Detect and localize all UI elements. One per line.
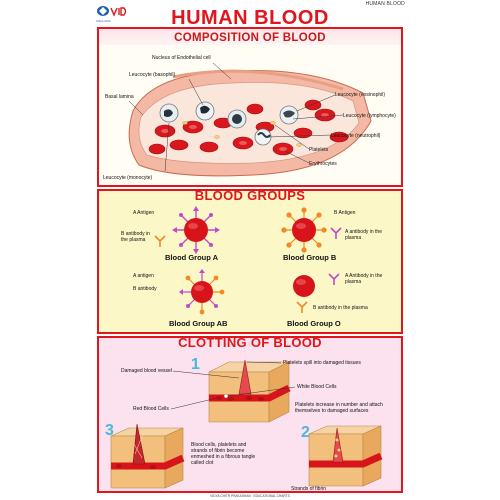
poster: Vidya Chitr HUMAN BLOOD HUMAN BLOOD COMP… bbox=[92, 0, 408, 500]
step-3-number: 3 bbox=[105, 422, 114, 439]
label-fibrin-clot: Blood cells, platelets and strands of fi… bbox=[191, 442, 256, 466]
step-1-number: 1 bbox=[191, 356, 200, 373]
blood-group-a-diagram bbox=[172, 206, 220, 254]
group-ab-title: Blood Group AB bbox=[169, 319, 228, 328]
composition-title: COMPOSITION OF BLOOD bbox=[174, 32, 326, 44]
label-a-antibody: A antibody in the plasma bbox=[345, 229, 382, 241]
label-strands-fibrin: Strands of fibrin bbox=[291, 486, 327, 492]
label-red-cells: Red Blood Cells bbox=[133, 406, 169, 412]
page-title: HUMAN BLOOD bbox=[171, 7, 329, 29]
label-platelets-spill: Platelets spill into damaged tissues bbox=[283, 360, 361, 366]
label-platelets: Platelets bbox=[309, 147, 329, 153]
section-banner bbox=[99, 29, 401, 45]
label-b-antigen: B Antigen bbox=[334, 210, 356, 216]
clotting-title: CLOTTING OF BLOOD bbox=[178, 335, 322, 350]
b-antibody-icon bbox=[154, 235, 166, 247]
a-antibody-icon bbox=[330, 227, 342, 239]
group-a-title: Blood Group A bbox=[165, 253, 219, 262]
label-lymphocyte: Leucocyte (lymphocyte) bbox=[343, 113, 396, 119]
clotting-step-3-illustration bbox=[110, 423, 185, 489]
step-1-leaders bbox=[170, 361, 296, 410]
logo-text: Vidya Chitr bbox=[96, 19, 111, 23]
label-b-antibody: B antibody in the plasma bbox=[121, 231, 150, 243]
blood-groups-section: BLOOD GROUPS A Antigen B antibody in the… bbox=[97, 188, 403, 334]
label-monocyte: Leucocyte (monocyte) bbox=[103, 175, 153, 181]
blood-group-b-diagram bbox=[281, 207, 327, 253]
label-neutrophil: Leucocyte (neutrophil) bbox=[331, 133, 381, 139]
label-ab-antigen-a: A antigen bbox=[133, 273, 154, 279]
clotting-step-2-illustration bbox=[308, 425, 383, 487]
publisher-logo bbox=[97, 6, 127, 17]
group-b-title: Blood Group B bbox=[283, 253, 337, 262]
step-2-number: 2 bbox=[301, 424, 310, 441]
label-erythrocytes: Erythrocytes bbox=[309, 161, 337, 167]
label-white-cells: White Blood Cells bbox=[297, 384, 337, 390]
label-ab-antigen-b: B antibody bbox=[133, 286, 157, 292]
label-basal-lamina: Basal lamina bbox=[105, 94, 134, 100]
group-o-title: Blood Group O bbox=[287, 319, 341, 328]
o-b-antibody-icon bbox=[296, 301, 308, 313]
corner-label: HUMAN BLOOD bbox=[365, 1, 405, 7]
clotting-section: CLOTTING OF BLOOD 1 Damaged blood vessel… bbox=[97, 335, 403, 493]
footer-text: VIDYA CHITR PRAKASHAN · EDUCATIONAL CHAR… bbox=[210, 494, 290, 498]
label-o-a-antibody: A Antibody in the plasma bbox=[345, 273, 383, 285]
section-banner bbox=[99, 338, 401, 354]
section-banner bbox=[99, 191, 401, 207]
composition-section: COMPOSITION OF BLOOD bbox=[97, 27, 403, 187]
label-o-b-antibody: B antibody in the plasma bbox=[313, 305, 368, 311]
o-a-antibody-icon bbox=[328, 273, 340, 285]
label-damaged-vessel: Damaged blood vessel bbox=[121, 368, 172, 374]
label-a-antigen: A Antigen bbox=[133, 210, 155, 216]
blood-group-o-diagram bbox=[293, 275, 315, 297]
blood-group-ab-diagram bbox=[179, 269, 225, 315]
clotting-step-1-illustration bbox=[208, 359, 291, 423]
label-platelets-increase: Platelets increase in number and attach … bbox=[295, 402, 383, 414]
label-endothelial: Nucleus of Endothelial cell bbox=[152, 55, 211, 61]
blood-vessel-illustration bbox=[128, 62, 372, 177]
label-basophil: Leucocyte (basophil) bbox=[129, 72, 176, 78]
blood-groups-title: BLOOD GROUPS bbox=[194, 188, 306, 203]
label-eosinophil: Leucocyte (eosinophil) bbox=[335, 92, 386, 98]
